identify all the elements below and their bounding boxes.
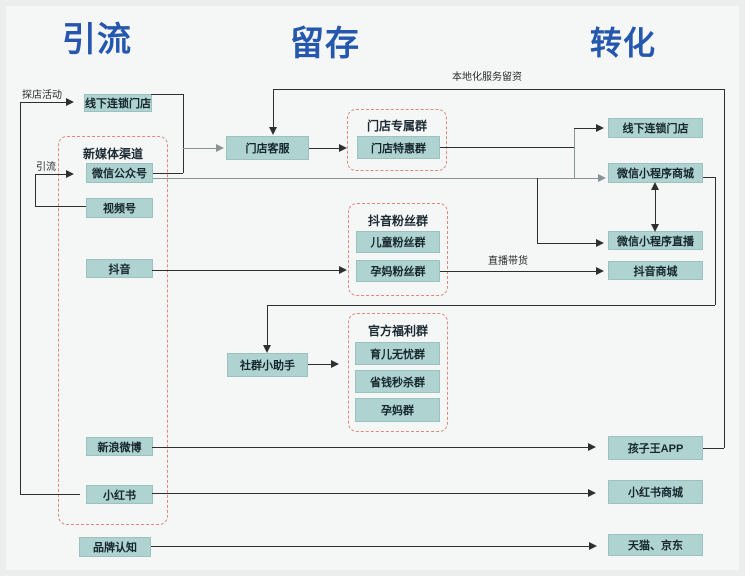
group-douyin-fans: 抖音粉丝群	[348, 203, 448, 296]
node-parenting-group: 育儿无忧群	[355, 342, 440, 365]
edge-mall-assist-horizontal	[267, 305, 715, 306]
arrowhead-to-douyin-mall	[596, 267, 604, 275]
group-store-exclusive: 门店专属群	[347, 109, 447, 171]
node-store-customer-service: 门店客服	[226, 136, 309, 160]
arrowhead-to-mini-mall	[598, 174, 606, 182]
edge-redirect-top	[35, 174, 66, 175]
node-video-account: 视频号	[86, 198, 153, 218]
node-flash-sale-group: 省钱秒杀群	[355, 370, 440, 393]
stage-title-traffic: 引流	[62, 21, 132, 59]
edge-merge-bracket	[183, 94, 184, 173]
arrowhead-to-mini-live	[596, 239, 604, 247]
node-community-assistant: 社群小助手	[227, 353, 308, 377]
edge-localservice-right-vertical	[724, 89, 725, 448]
edge-localservice-drop	[273, 89, 274, 127]
edge-xhs-to-mall	[152, 493, 588, 494]
arrowhead-to-store-group	[339, 144, 347, 152]
group-official-welfare: 官方福利群	[348, 313, 448, 432]
edge-label-store-visit: 探店活动	[22, 90, 62, 101]
edge-localservice-top	[273, 89, 724, 90]
edge-storevisit-vertical	[20, 102, 21, 495]
edge-branch-live-horizontal	[537, 243, 596, 244]
edge-storevisit-top	[20, 102, 66, 103]
edge-mall-stub	[703, 177, 715, 178]
edge-assist-drop	[267, 305, 268, 345]
arrowhead-to-wechat-oa	[66, 170, 74, 178]
edge-dealgroup-vertical	[574, 128, 575, 178]
edge-redirect-bottom	[35, 206, 86, 207]
node-wechat-official-account: 微信公众号	[86, 163, 153, 183]
node-xiaohongshu: 小红书	[86, 485, 153, 504]
group-label-store-exclusive: 门店专属群	[366, 119, 427, 133]
arrowhead-down-to-mini-live	[651, 224, 659, 232]
stage-title-retention: 留存	[290, 25, 360, 63]
arrowhead-up-to-mini-mall	[651, 182, 659, 190]
arrowhead-to-offline-store-left	[66, 98, 74, 106]
edge-dealgroup-out	[440, 147, 574, 148]
group-label-new-media: 新媒体渠道	[82, 147, 143, 161]
node-brand-awareness: 品牌认知	[79, 537, 151, 557]
stage-title-conversion: 转化	[590, 25, 657, 61]
edge-label-live-commerce: 直播带货	[488, 256, 528, 267]
node-wechat-mini-live: 微信小程序直播	[608, 231, 703, 250]
node-store-deal-group: 门店特惠群	[357, 136, 440, 159]
edge-label-redirect: 引流	[36, 162, 56, 173]
arrowhead-to-offline-store-right	[596, 124, 604, 132]
arrowhead-to-douyin-fans	[339, 266, 347, 274]
arrowhead-to-welfare-group	[331, 360, 339, 368]
edge-to-offline-right	[574, 128, 596, 129]
edge-mall-assist-vertical	[715, 177, 716, 305]
arrowhead-to-tmall-jd	[589, 542, 597, 550]
arrowhead-to-community-assistant	[263, 345, 271, 353]
edge-oa-to-mall	[153, 178, 598, 179]
node-kids-fans-group: 儿童粉丝群	[356, 231, 440, 253]
edge-momfans-to-douyinmall	[440, 271, 596, 272]
arrowhead-to-store-service-top	[269, 127, 277, 135]
edge-label-local-service: 本地化服务留资	[452, 72, 522, 83]
node-mom-fans-group: 孕妈粉丝群	[356, 260, 440, 282]
edge-branch-live-vertical	[537, 178, 538, 243]
group-label-douyin-fans: 抖音粉丝群	[367, 214, 428, 228]
edge-assist-to-welfare	[308, 364, 331, 365]
edge-bracket-to-service	[183, 148, 216, 149]
group-label-official-welfare: 官方福利群	[367, 324, 428, 338]
edge-offline-to-bracket	[151, 94, 183, 95]
edge-app-stub	[703, 448, 724, 449]
node-offline-store-left: 线下连锁门店	[84, 94, 152, 112]
node-douyin: 抖音	[86, 259, 153, 278]
edge-oa-to-bracket	[153, 173, 183, 174]
group-new-media: 新媒体渠道	[58, 136, 168, 525]
node-wechat-mini-mall: 微信小程序商城	[608, 163, 703, 183]
edge-brand-to-tmalljd	[151, 546, 589, 547]
edge-service-to-group	[309, 148, 339, 149]
edge-weibo-to-app	[152, 447, 588, 448]
node-pregnant-group: 孕妈群	[355, 398, 440, 422]
node-xiaohongshu-mall: 小红书商城	[608, 480, 703, 504]
edge-redirect-vertical	[35, 174, 36, 206]
arrowhead-to-store-service	[216, 144, 224, 152]
edge-mall-live-doublearrow	[655, 189, 656, 225]
arrowhead-to-kidswant-app	[588, 443, 596, 451]
node-kidswant-app: 孩子王APP	[608, 436, 703, 460]
edge-douyin-to-fans	[152, 270, 339, 271]
arrowhead-to-xhs-mall	[588, 489, 596, 497]
node-sina-weibo: 新浪微博	[86, 437, 153, 456]
node-offline-store-right: 线下连锁门店	[608, 118, 703, 138]
node-douyin-mall: 抖音商城	[608, 261, 703, 280]
edge-storevisit-bottom	[20, 494, 80, 495]
node-tmall-jd: 天猫、京东	[608, 534, 703, 556]
